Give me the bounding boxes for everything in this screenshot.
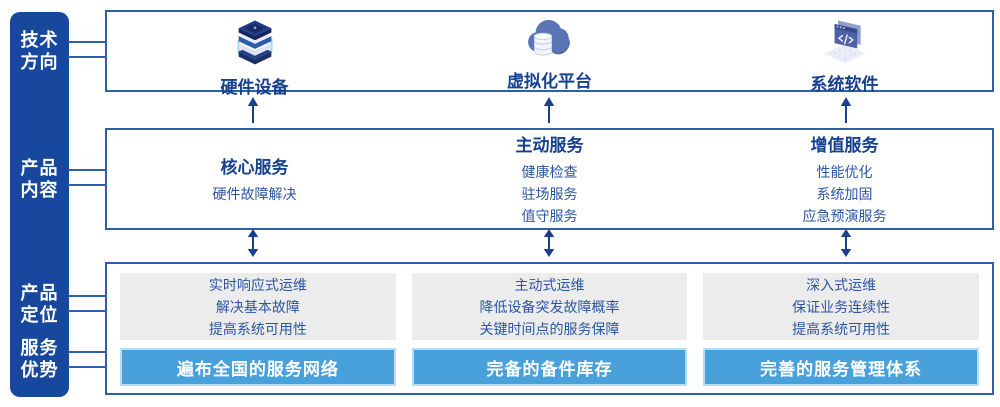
sidebar-label-line: 产品 (20, 158, 59, 178)
up-arrow-icon (541, 97, 557, 128)
positioning-line: 主动式运维 (514, 276, 585, 293)
sidebar-label-line: 技术 (20, 30, 59, 50)
service-title: 增值服务 (810, 136, 879, 155)
sidebar-label-line: 产品 (20, 283, 59, 303)
sidebar-label-line: 定位 (20, 305, 59, 325)
tech-item-label: 硬件设备 (220, 78, 289, 97)
service-column-value-added: 增值服务 性能优化 系统加固 应急预演服务 (697, 130, 992, 228)
positioning-line: 保证业务连续性 (792, 298, 891, 315)
service-column-proactive: 主动服务 健康检查 驻场服务 值守服务 (402, 130, 697, 228)
double-arrow-icon (838, 229, 854, 262)
arrow-row-double (105, 229, 994, 262)
sidebar-label-line: 服务 (20, 338, 59, 358)
double-arrow-icon (245, 229, 261, 262)
service-item: 值守服务 (521, 208, 578, 224)
service-column-core: 核心服务 硬件故障解决 (107, 130, 402, 228)
service-item: 驻场服务 (521, 186, 578, 202)
service-item: 健康检查 (521, 164, 578, 180)
service-item: 系统加固 (816, 186, 873, 202)
product-content-panel: 核心服务 硬件故障解决 主动服务 健康检查 驻场服务 值守服务 增值服务 性能优… (105, 128, 994, 230)
positioning-line: 提高系统可用性 (208, 320, 307, 337)
tech-item-hardware: 硬件设备 (107, 12, 402, 97)
positioning-column-proactive: 主动式运维 降低设备突发故障概率 关键时间点的服务保障 完备的备件库存 (411, 273, 688, 386)
service-title: 主动服务 (515, 136, 584, 155)
sidebar-label-service-advantage: 服务 优势 (10, 337, 69, 381)
server-stack-icon (227, 17, 283, 72)
service-item: 性能优化 (816, 164, 873, 180)
advantage-highlight-bar: 遍布全国的服务网络 (120, 348, 396, 386)
positioning-line: 深入式运维 (806, 276, 877, 293)
connector-line (68, 310, 107, 312)
tech-item-system-software: 系统软件 (697, 12, 992, 94)
positioning-line: 解决基本故障 (215, 298, 300, 315)
positioning-summary: 实时响应式运维 解决基本故障 提高系统可用性 (120, 273, 396, 341)
advantage-highlight-bar: 完善的服务管理体系 (703, 348, 980, 386)
cloud-database-icon (522, 17, 578, 66)
connector-line (68, 41, 107, 43)
connector-line (68, 56, 107, 58)
double-arrow-icon (541, 229, 557, 262)
positioning-line: 实时响应式运维 (208, 276, 307, 293)
connector-line (68, 184, 107, 186)
sidebar-label-product-positioning: 产品 定位 (10, 282, 69, 326)
connector-line (68, 366, 107, 368)
positioning-line: 关键时间点的服务保障 (479, 320, 620, 337)
tech-item-label: 系统软件 (810, 75, 879, 94)
code-window-icon (817, 17, 873, 69)
sidebar-label-line: 优势 (20, 360, 59, 380)
sidebar-label-line: 内容 (20, 180, 59, 200)
positioning-summary: 深入式运维 保证业务连续性 提高系统可用性 (703, 273, 980, 341)
positioning-line: 提高系统可用性 (792, 320, 891, 337)
up-arrow-icon (838, 97, 854, 128)
sidebar: 技术 方向 产品 内容 产品 定位 服务 优势 (10, 12, 69, 397)
connector-line (68, 295, 107, 297)
tech-item-virtualization: 虚拟化平台 (402, 12, 697, 91)
service-title: 核心服务 (220, 158, 289, 177)
arrow-row-up (105, 97, 994, 128)
product-positioning-panel: 实时响应式运维 解决基本故障 提高系统可用性 遍布全国的服务网络 主动式运维 降… (105, 262, 994, 395)
up-arrow-icon (245, 97, 261, 128)
positioning-line: 降低设备突发故障概率 (479, 298, 620, 315)
connector-line (68, 169, 107, 171)
service-item: 硬件故障解决 (212, 186, 297, 202)
tech-item-label: 虚拟化平台 (507, 72, 592, 91)
connector-line (68, 351, 107, 353)
tech-direction-panel: 硬件设备 虚拟化平台 (105, 10, 994, 97)
positioning-summary: 主动式运维 降低设备突发故障概率 关键时间点的服务保障 (411, 273, 688, 341)
positioning-column-indepth: 深入式运维 保证业务连续性 提高系统可用性 完善的服务管理体系 (703, 273, 980, 386)
positioning-column-realtime: 实时响应式运维 解决基本故障 提高系统可用性 遍布全国的服务网络 (120, 273, 396, 386)
advantage-highlight-bar: 完备的备件库存 (411, 348, 688, 386)
sidebar-label-line: 方向 (20, 52, 59, 72)
sidebar-label-tech-direction: 技术 方向 (10, 29, 69, 73)
service-item: 应急预演服务 (802, 208, 887, 224)
sidebar-label-product-content: 产品 内容 (10, 157, 69, 201)
